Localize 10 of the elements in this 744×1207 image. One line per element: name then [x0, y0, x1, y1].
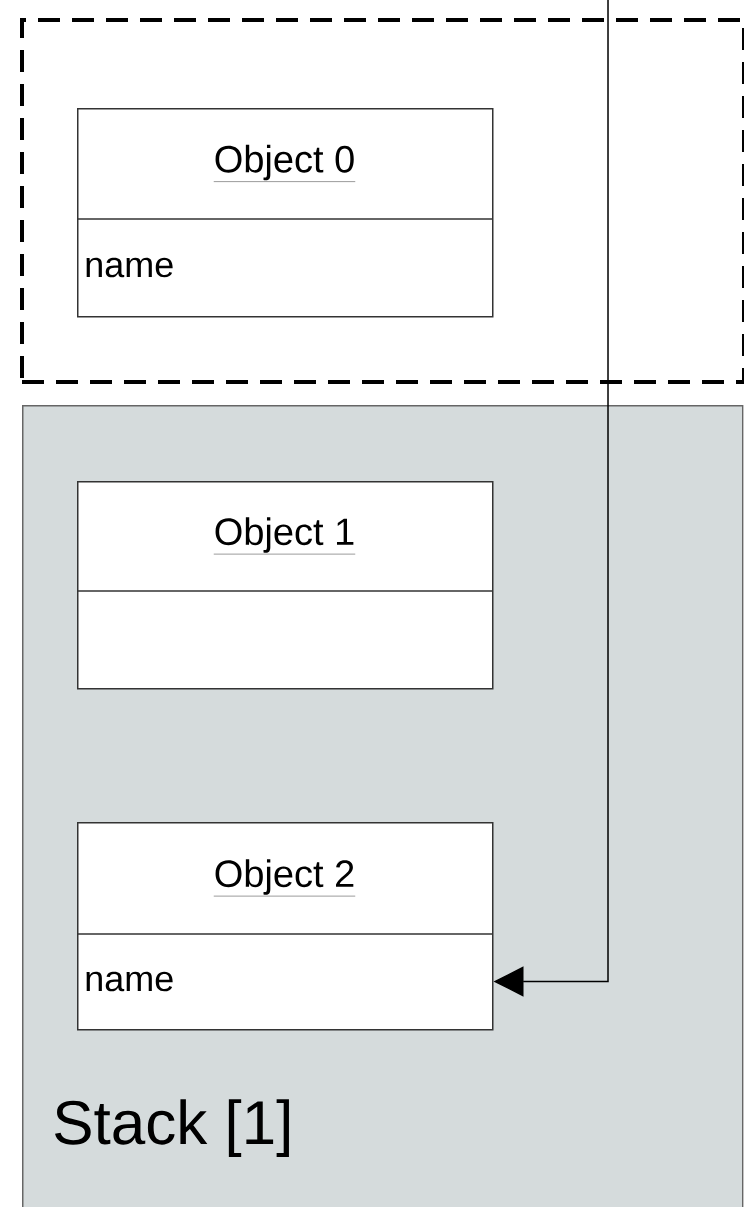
object-box: [76, 481, 494, 690]
object-name: Object 2: [213, 859, 356, 897]
attribute-text: name: [86, 971, 173, 992]
attribute-text: name: [86, 257, 173, 278]
object-box: [76, 822, 494, 1031]
object-box: [76, 108, 494, 318]
stack-label: Stack [1]: [55, 1099, 289, 1157]
object-name: Object 1: [213, 517, 356, 555]
object-name: Object 0: [213, 144, 356, 182]
dashed-frame: [20, 18, 744, 384]
